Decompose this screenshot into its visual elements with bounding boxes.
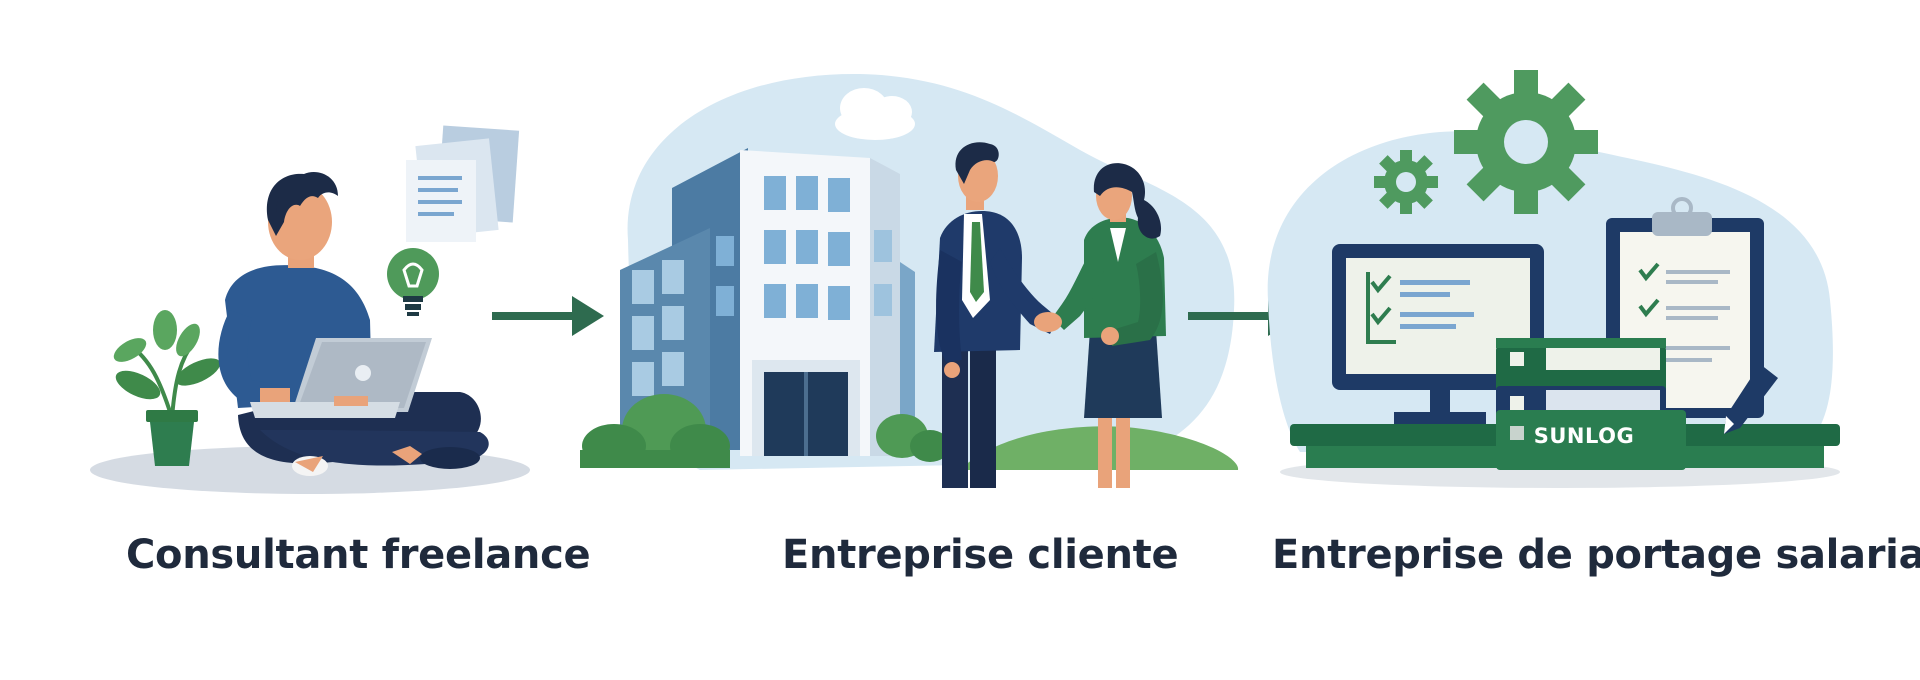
cloud-icon xyxy=(835,88,915,140)
gear-icon xyxy=(1374,150,1438,214)
step-label-portage: Entreprise de portage salarial xyxy=(1272,532,1920,578)
businesswoman xyxy=(1052,163,1166,488)
building-icon xyxy=(580,148,950,468)
step-label-client: Entreprise cliente xyxy=(782,532,1179,578)
arrow-right-icon xyxy=(492,296,604,336)
brand-label: SUNLOG xyxy=(1534,424,1634,448)
bush-icon xyxy=(580,394,950,468)
gear-icon xyxy=(1454,70,1598,214)
consultant-illustration xyxy=(90,125,604,494)
binders-icon: SUNLOG xyxy=(1496,338,1686,470)
client-illustration xyxy=(580,73,1300,488)
documents-icon xyxy=(406,125,520,242)
plant-icon xyxy=(113,310,221,466)
step-label-consultant: Consultant freelance xyxy=(126,532,591,578)
portage-illustration: SUNLOG xyxy=(1267,70,1840,488)
laptop-icon xyxy=(250,338,432,418)
handshake-icon xyxy=(934,142,1166,488)
businessman xyxy=(934,142,1058,488)
pen-icon xyxy=(1724,364,1778,434)
lightbulb-icon xyxy=(387,248,439,316)
